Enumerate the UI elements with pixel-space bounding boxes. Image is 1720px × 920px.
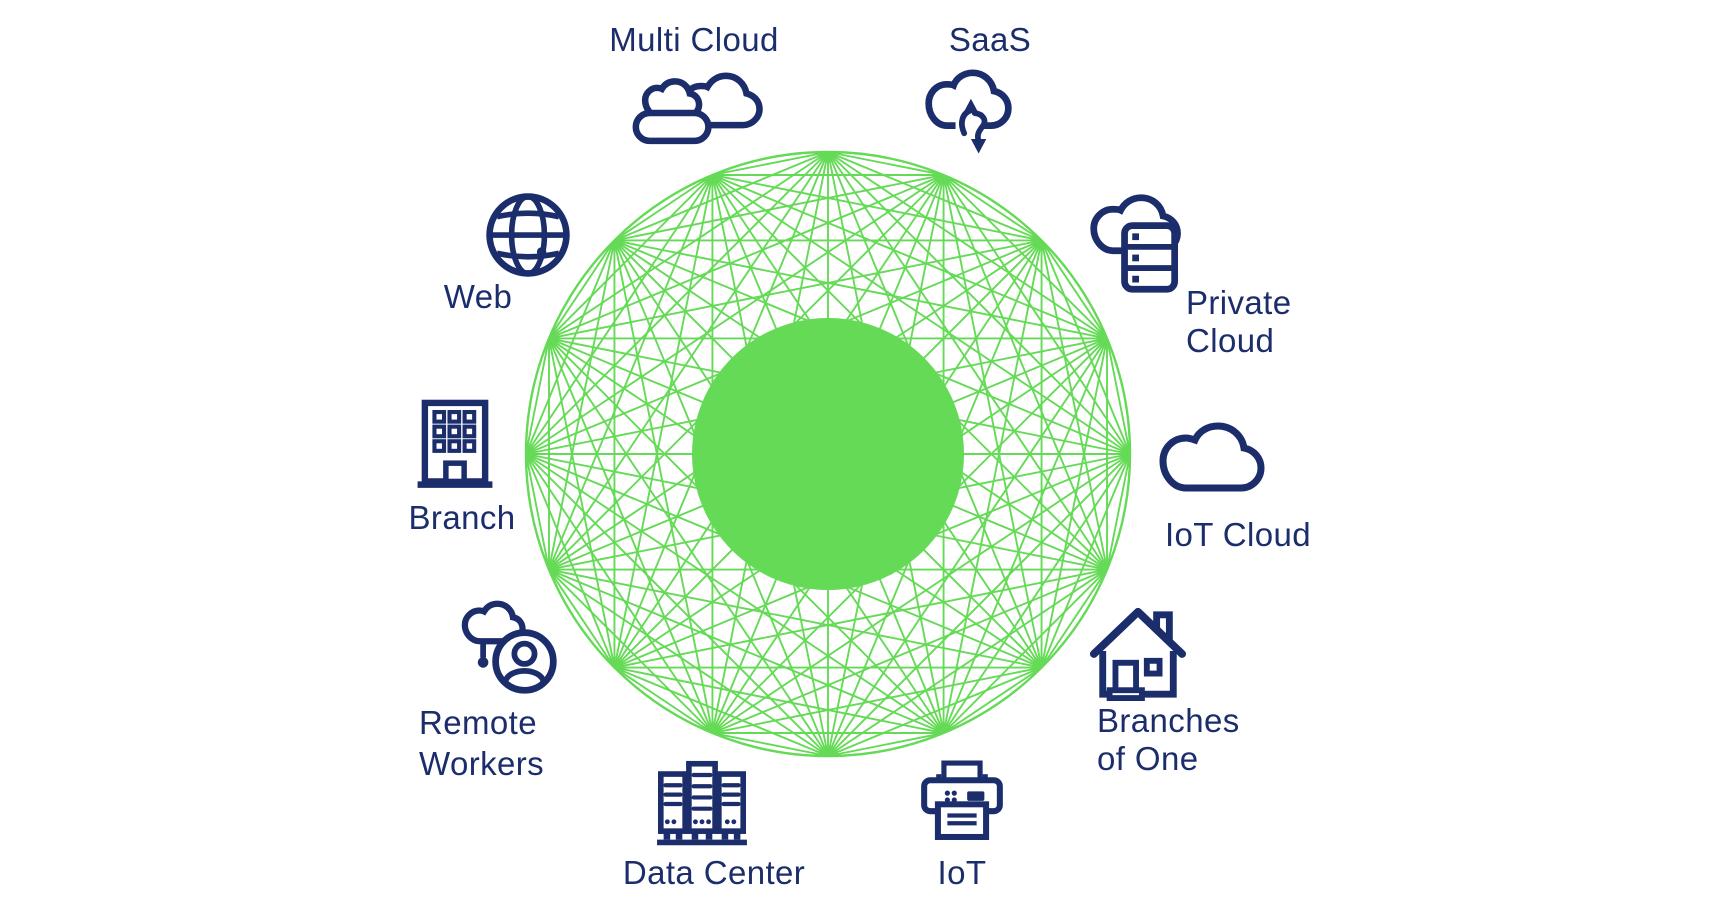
iot-label: IoT [937, 854, 987, 891]
branches-of-one-label: Branches of One [1097, 702, 1240, 778]
saas-sync-cloud-icon [925, 69, 1012, 154]
private-cloud-label: Private Cloud [1186, 284, 1292, 360]
iot-cloud-label: IoT Cloud [1164, 516, 1312, 553]
remote-workers-label-line2: Workers [419, 745, 545, 782]
data-center-label: Data Center [622, 854, 806, 891]
multi-cloud-icon [632, 72, 763, 145]
server-racks-icon [657, 760, 747, 846]
cloud-icon [1159, 422, 1265, 492]
remote-workers-label: Remote Workers [419, 702, 544, 784]
multi-cloud-label: Multi Cloud [609, 21, 779, 58]
branches-of-one-label-line2: of One [1097, 740, 1199, 777]
globe-icon [486, 193, 570, 277]
house-icon [1089, 607, 1187, 701]
private-cloud-server-icon [1090, 194, 1181, 293]
office-building-icon [417, 399, 493, 488]
saas-label: SaaS [948, 21, 1032, 58]
printer-icon [921, 760, 1003, 840]
cloud-user-icon [461, 600, 557, 694]
branch-label: Branch [408, 499, 516, 536]
web-label: Web [443, 278, 513, 315]
branches-of-one-label-line1: Branches [1097, 702, 1240, 739]
private-cloud-label-line2: Cloud [1186, 322, 1275, 359]
remote-workers-label-line1: Remote [419, 704, 537, 741]
private-cloud-label-line1: Private [1186, 284, 1292, 321]
